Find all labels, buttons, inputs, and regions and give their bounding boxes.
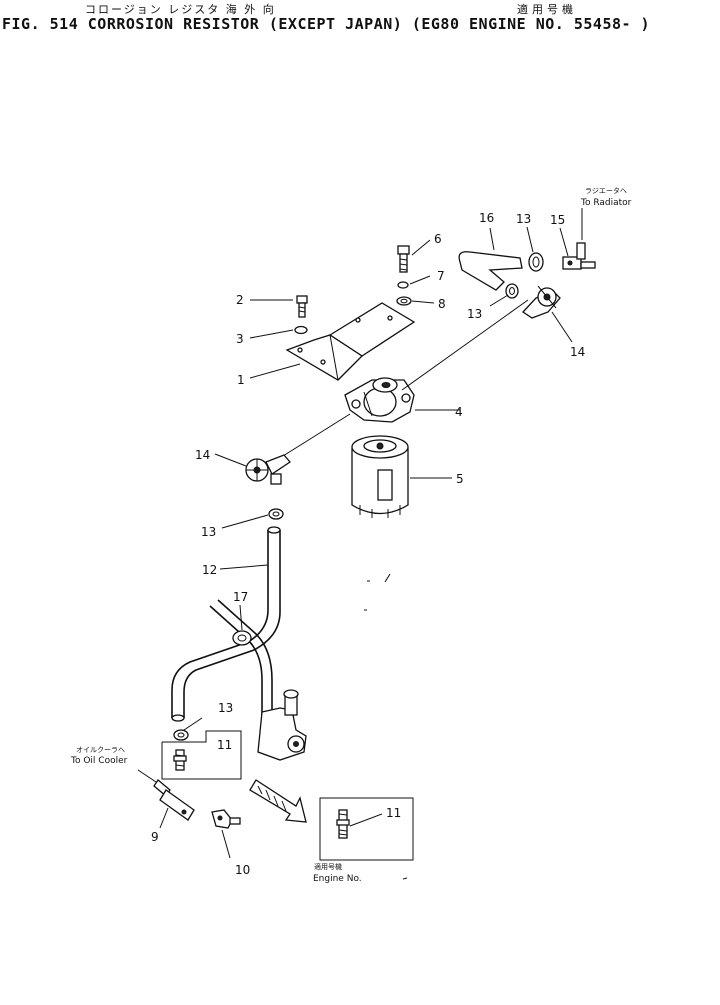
connector-11-left[interactable] — [173, 749, 187, 771]
clamp-17[interactable] — [232, 630, 252, 646]
japanese-title: コロージョン レジスタ 海 外 向 — [85, 3, 276, 16]
callout-2: 2 — [236, 293, 244, 307]
callout-13-upper: 13 — [467, 307, 482, 321]
engine-no-label: Engine No. — [313, 874, 362, 884]
direction-arrow — [249, 779, 307, 823]
callout-10: 10 — [235, 863, 250, 877]
inset-box-left — [161, 730, 242, 780]
callout-6: 6 — [434, 232, 442, 246]
callout-5: 5 — [456, 472, 464, 486]
connector-11-right[interactable] — [336, 809, 350, 839]
axis-line-lower — [282, 413, 351, 457]
callout-8: 8 — [438, 297, 446, 311]
stray-marks — [364, 573, 408, 880]
hose-clamp-middle[interactable] — [268, 508, 284, 520]
corrosion-resistor-cartridge[interactable] — [351, 435, 409, 518]
callout-14-lower: 14 — [195, 448, 210, 462]
callout-7: 7 — [437, 269, 445, 283]
engine-no-jp: 適用号機 — [314, 862, 342, 871]
callout-15: 15 — [550, 213, 565, 227]
callout-16: 16 — [479, 211, 494, 225]
callout-13-middle: 13 — [201, 525, 216, 539]
hose-clamp-lower[interactable] — [173, 729, 189, 741]
to-oil-cooler-jp: オイルクーラへ — [76, 746, 125, 754]
callout-4: 4 — [455, 405, 463, 419]
callout-13-lower: 13 — [218, 701, 233, 715]
filter-head[interactable] — [344, 377, 415, 423]
washer-7[interactable] — [397, 281, 409, 289]
callout-3: 3 — [236, 332, 244, 346]
figure-title: FIG. 514 CORROSION RESISTOR (EXCEPT JAPA… — [2, 15, 651, 33]
to-oil-cooler-leader — [137, 769, 157, 783]
hose-16[interactable] — [458, 251, 523, 291]
callout-1: 1 — [237, 373, 245, 387]
callout-11-left: 11 — [217, 738, 232, 752]
japanese-applicable-label: 適用号機 — [517, 3, 577, 16]
pipe-12[interactable] — [171, 526, 281, 722]
callout-14-upper: 14 — [570, 345, 585, 359]
to-radiator-label: To Radiator — [580, 198, 632, 208]
callout-13-top: 13 — [516, 212, 531, 226]
hose-clamp-upper-b[interactable] — [505, 283, 519, 299]
bracket[interactable] — [285, 302, 416, 381]
axis-line-upper — [401, 299, 529, 391]
callout-11-right: 11 — [386, 806, 401, 820]
inset-box-right — [319, 797, 414, 861]
pump-housing[interactable] — [257, 689, 307, 761]
to-radiator-jp: ラジエータへ — [585, 186, 627, 195]
fitting-10[interactable] — [211, 809, 241, 829]
callout-12: 12 — [202, 563, 217, 577]
bolt-6[interactable] — [397, 245, 410, 273]
washer-8[interactable] — [396, 296, 412, 306]
fitting-9[interactable] — [153, 779, 195, 821]
callout-17: 17 — [233, 590, 248, 604]
valve-upper[interactable] — [522, 285, 561, 319]
bolt-2[interactable] — [296, 295, 308, 318]
hose-clamp-upper-a[interactable] — [528, 252, 544, 272]
washer-3[interactable] — [294, 325, 308, 335]
elbow-fitting[interactable] — [562, 242, 596, 270]
valve-lower[interactable] — [245, 454, 291, 485]
leader-lines — [159, 226, 573, 859]
to-oil-cooler-label: To Oil Cooler — [70, 756, 128, 766]
callout-9: 9 — [151, 830, 159, 844]
